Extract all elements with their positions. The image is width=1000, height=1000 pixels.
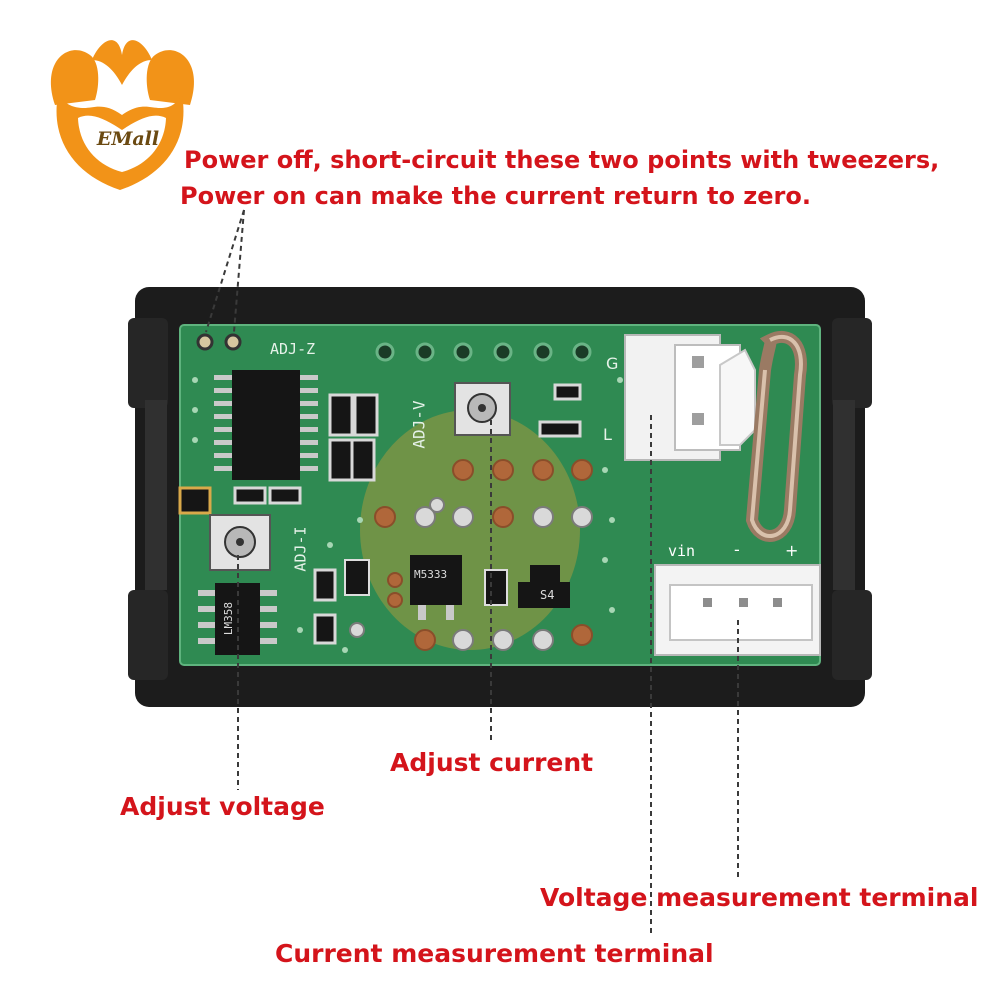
- voltage-terminal-label: Voltage measurement terminal: [540, 883, 979, 912]
- silk-adj-z: ADJ-Z: [270, 340, 316, 358]
- zero-reset-note-line1: Power off, short-circuit these two point…: [184, 146, 940, 174]
- adjust-voltage-label: Adjust voltage: [120, 792, 325, 821]
- current-terminal-label: Current measurement terminal: [275, 939, 714, 968]
- adjust-current-pot: [454, 382, 511, 436]
- leader-zero-2: [233, 209, 245, 333]
- leader-zero-1: [205, 209, 245, 333]
- main-ic: [232, 370, 300, 480]
- logo-graphic: [50, 40, 195, 190]
- adjust-voltage-pot: [209, 514, 271, 571]
- silk-plus: +: [785, 541, 799, 560]
- diode-s4-label: S4: [540, 588, 555, 602]
- zero-pad-2: [224, 333, 242, 351]
- s4-diode: [518, 582, 570, 608]
- silk-vin: vin: [668, 542, 696, 560]
- current-connector: [624, 334, 756, 461]
- silk-l: L: [603, 425, 612, 444]
- adjust-current-label: Adjust current: [390, 748, 594, 777]
- chip-m5333-label: M5333: [414, 568, 448, 581]
- zero-pad-1: [196, 333, 214, 351]
- m5333-regulator: [410, 555, 462, 605]
- logo-text: EMall: [96, 128, 160, 150]
- silk-minus: -: [734, 540, 740, 559]
- silk-g: G: [606, 354, 619, 373]
- zero-reset-note-line2: Power on can make the current return to …: [180, 182, 811, 210]
